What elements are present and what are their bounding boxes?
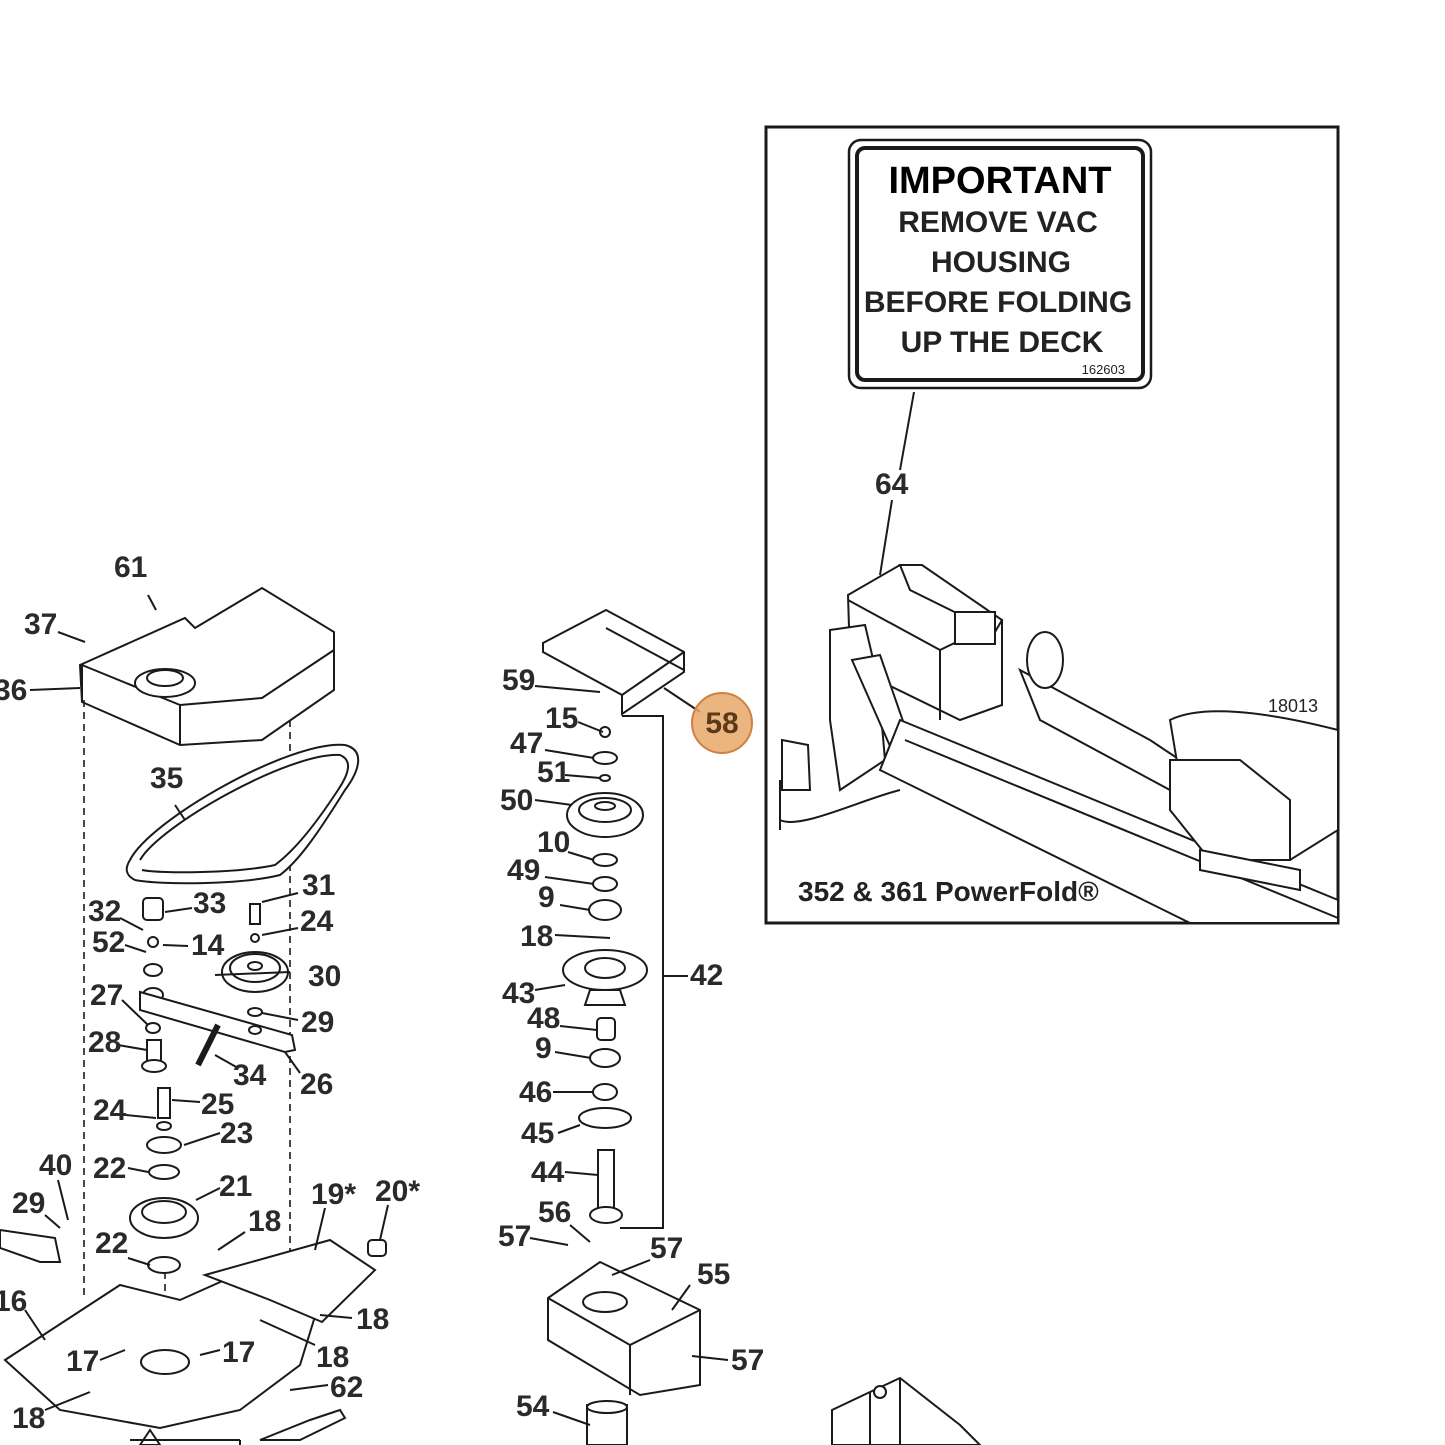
callout-57c[interactable]: 57 (731, 1344, 764, 1377)
partial-frame (831, 1376, 982, 1445)
inset-panel: IMPORTANT REMOVE VAC HOUSING BEFORE FOLD… (764, 125, 1340, 925)
callout-32[interactable]: 32 (88, 895, 121, 928)
callout-55[interactable]: 55 (697, 1258, 730, 1291)
callout-57b[interactable]: 57 (650, 1232, 683, 1265)
callout-52[interactable]: 52 (92, 926, 125, 959)
spindle-shield (542, 608, 685, 716)
callout-33[interactable]: 33 (193, 887, 226, 920)
decal-line-1: REMOVE VAC (898, 206, 1097, 239)
spindle-shaft (597, 1149, 615, 1211)
callout-37[interactable]: 37 (24, 608, 57, 641)
callout-56[interactable]: 56 (538, 1196, 571, 1229)
decal-line-3: BEFORE FOLDING (864, 286, 1132, 319)
decal-line-2: HOUSING (931, 246, 1071, 279)
callout-24b[interactable]: 24 (93, 1094, 127, 1127)
callout-26[interactable]: 26 (300, 1068, 333, 1101)
callout-61[interactable]: 61 (114, 551, 147, 584)
callout-45[interactable]: 45 (521, 1117, 554, 1150)
callout-34[interactable]: 34 (233, 1059, 267, 1092)
belt (125, 743, 360, 885)
callout-19[interactable]: 19* (311, 1178, 356, 1211)
idler-arm (139, 990, 297, 1054)
callout-42[interactable]: 42 (690, 959, 723, 992)
callout-29b[interactable]: 29 (12, 1187, 45, 1220)
inset-caption: 352 & 361 PowerFold® (798, 876, 1099, 907)
callout-23[interactable]: 23 (220, 1117, 253, 1150)
callout-24[interactable]: 24 (300, 905, 334, 938)
callout-64[interactable]: 64 (875, 468, 909, 501)
callout-17b[interactable]: 17 (222, 1336, 255, 1369)
callout-22[interactable]: 22 (93, 1152, 126, 1185)
decal-title: IMPORTANT (888, 160, 1111, 202)
callout-9b[interactable]: 9 (535, 1032, 552, 1065)
callout-47[interactable]: 47 (510, 727, 543, 760)
callout-43[interactable]: 43 (502, 977, 535, 1010)
callout-27[interactable]: 27 (90, 979, 123, 1012)
callout-25[interactable]: 25 (201, 1088, 234, 1121)
decal-line-4: UP THE DECK (901, 326, 1104, 359)
callout-17[interactable]: 17 (66, 1345, 99, 1378)
callout-57[interactable]: 57 (498, 1220, 531, 1253)
left-assembly (0, 586, 389, 1445)
callout-36[interactable]: 36 (0, 674, 27, 707)
spring (195, 1023, 221, 1067)
callout-16[interactable]: 16 (0, 1285, 27, 1318)
callout-31[interactable]: 31 (302, 869, 335, 902)
callout-54[interactable]: 54 (516, 1390, 550, 1423)
callout-62[interactable]: 62 (330, 1371, 363, 1404)
belt-cover (78, 586, 335, 747)
highlight-circle[interactable] (691, 692, 753, 754)
callout-20[interactable]: 20* (375, 1175, 420, 1208)
callout-21[interactable]: 21 (219, 1170, 252, 1203)
callout-18d[interactable]: 18 (12, 1402, 45, 1435)
callout-18[interactable]: 18 (248, 1205, 281, 1238)
callout-29[interactable]: 29 (301, 1006, 334, 1039)
callout-49[interactable]: 49 (507, 854, 540, 887)
spindle-assembly (529, 608, 729, 1445)
callout-51[interactable]: 51 (537, 756, 570, 789)
callout-30[interactable]: 30 (308, 960, 341, 993)
callout-10[interactable]: 10 (537, 826, 570, 859)
callout-46[interactable]: 46 (519, 1076, 552, 1109)
deck-plate (3, 1260, 322, 1430)
callout-44[interactable]: 44 (531, 1156, 565, 1189)
callout-50[interactable]: 50 (500, 784, 533, 817)
callout-14[interactable]: 14 (191, 929, 225, 962)
highlight-label[interactable]: 58 (705, 707, 738, 740)
callout-48[interactable]: 48 (527, 1002, 560, 1035)
inset-figure-number: 18013 (1268, 696, 1318, 716)
warning-decal: IMPORTANT REMOVE VAC HOUSING BEFORE FOLD… (847, 138, 1153, 390)
powerfold-illustration (779, 563, 1339, 924)
callout-18e[interactable]: 18 (520, 920, 553, 953)
callout-18b[interactable]: 18 (356, 1303, 389, 1336)
callout-18c[interactable]: 18 (316, 1341, 349, 1374)
callout-15[interactable]: 15 (545, 702, 578, 735)
callout-40[interactable]: 40 (39, 1149, 72, 1182)
decal-code: 162603 (1082, 362, 1125, 377)
callout-59[interactable]: 59 (502, 664, 535, 697)
callout-9[interactable]: 9 (538, 881, 555, 914)
callout-22b[interactable]: 22 (95, 1227, 128, 1260)
callout-28[interactable]: 28 (88, 1026, 121, 1059)
callout-35[interactable]: 35 (150, 762, 183, 795)
highlight-marker[interactable]: 58 (691, 692, 753, 754)
mount-box (547, 1260, 701, 1397)
callout-labels: 61 37 36 35 31 32 33 24 52 14 30 27 29 2… (0, 468, 909, 1435)
